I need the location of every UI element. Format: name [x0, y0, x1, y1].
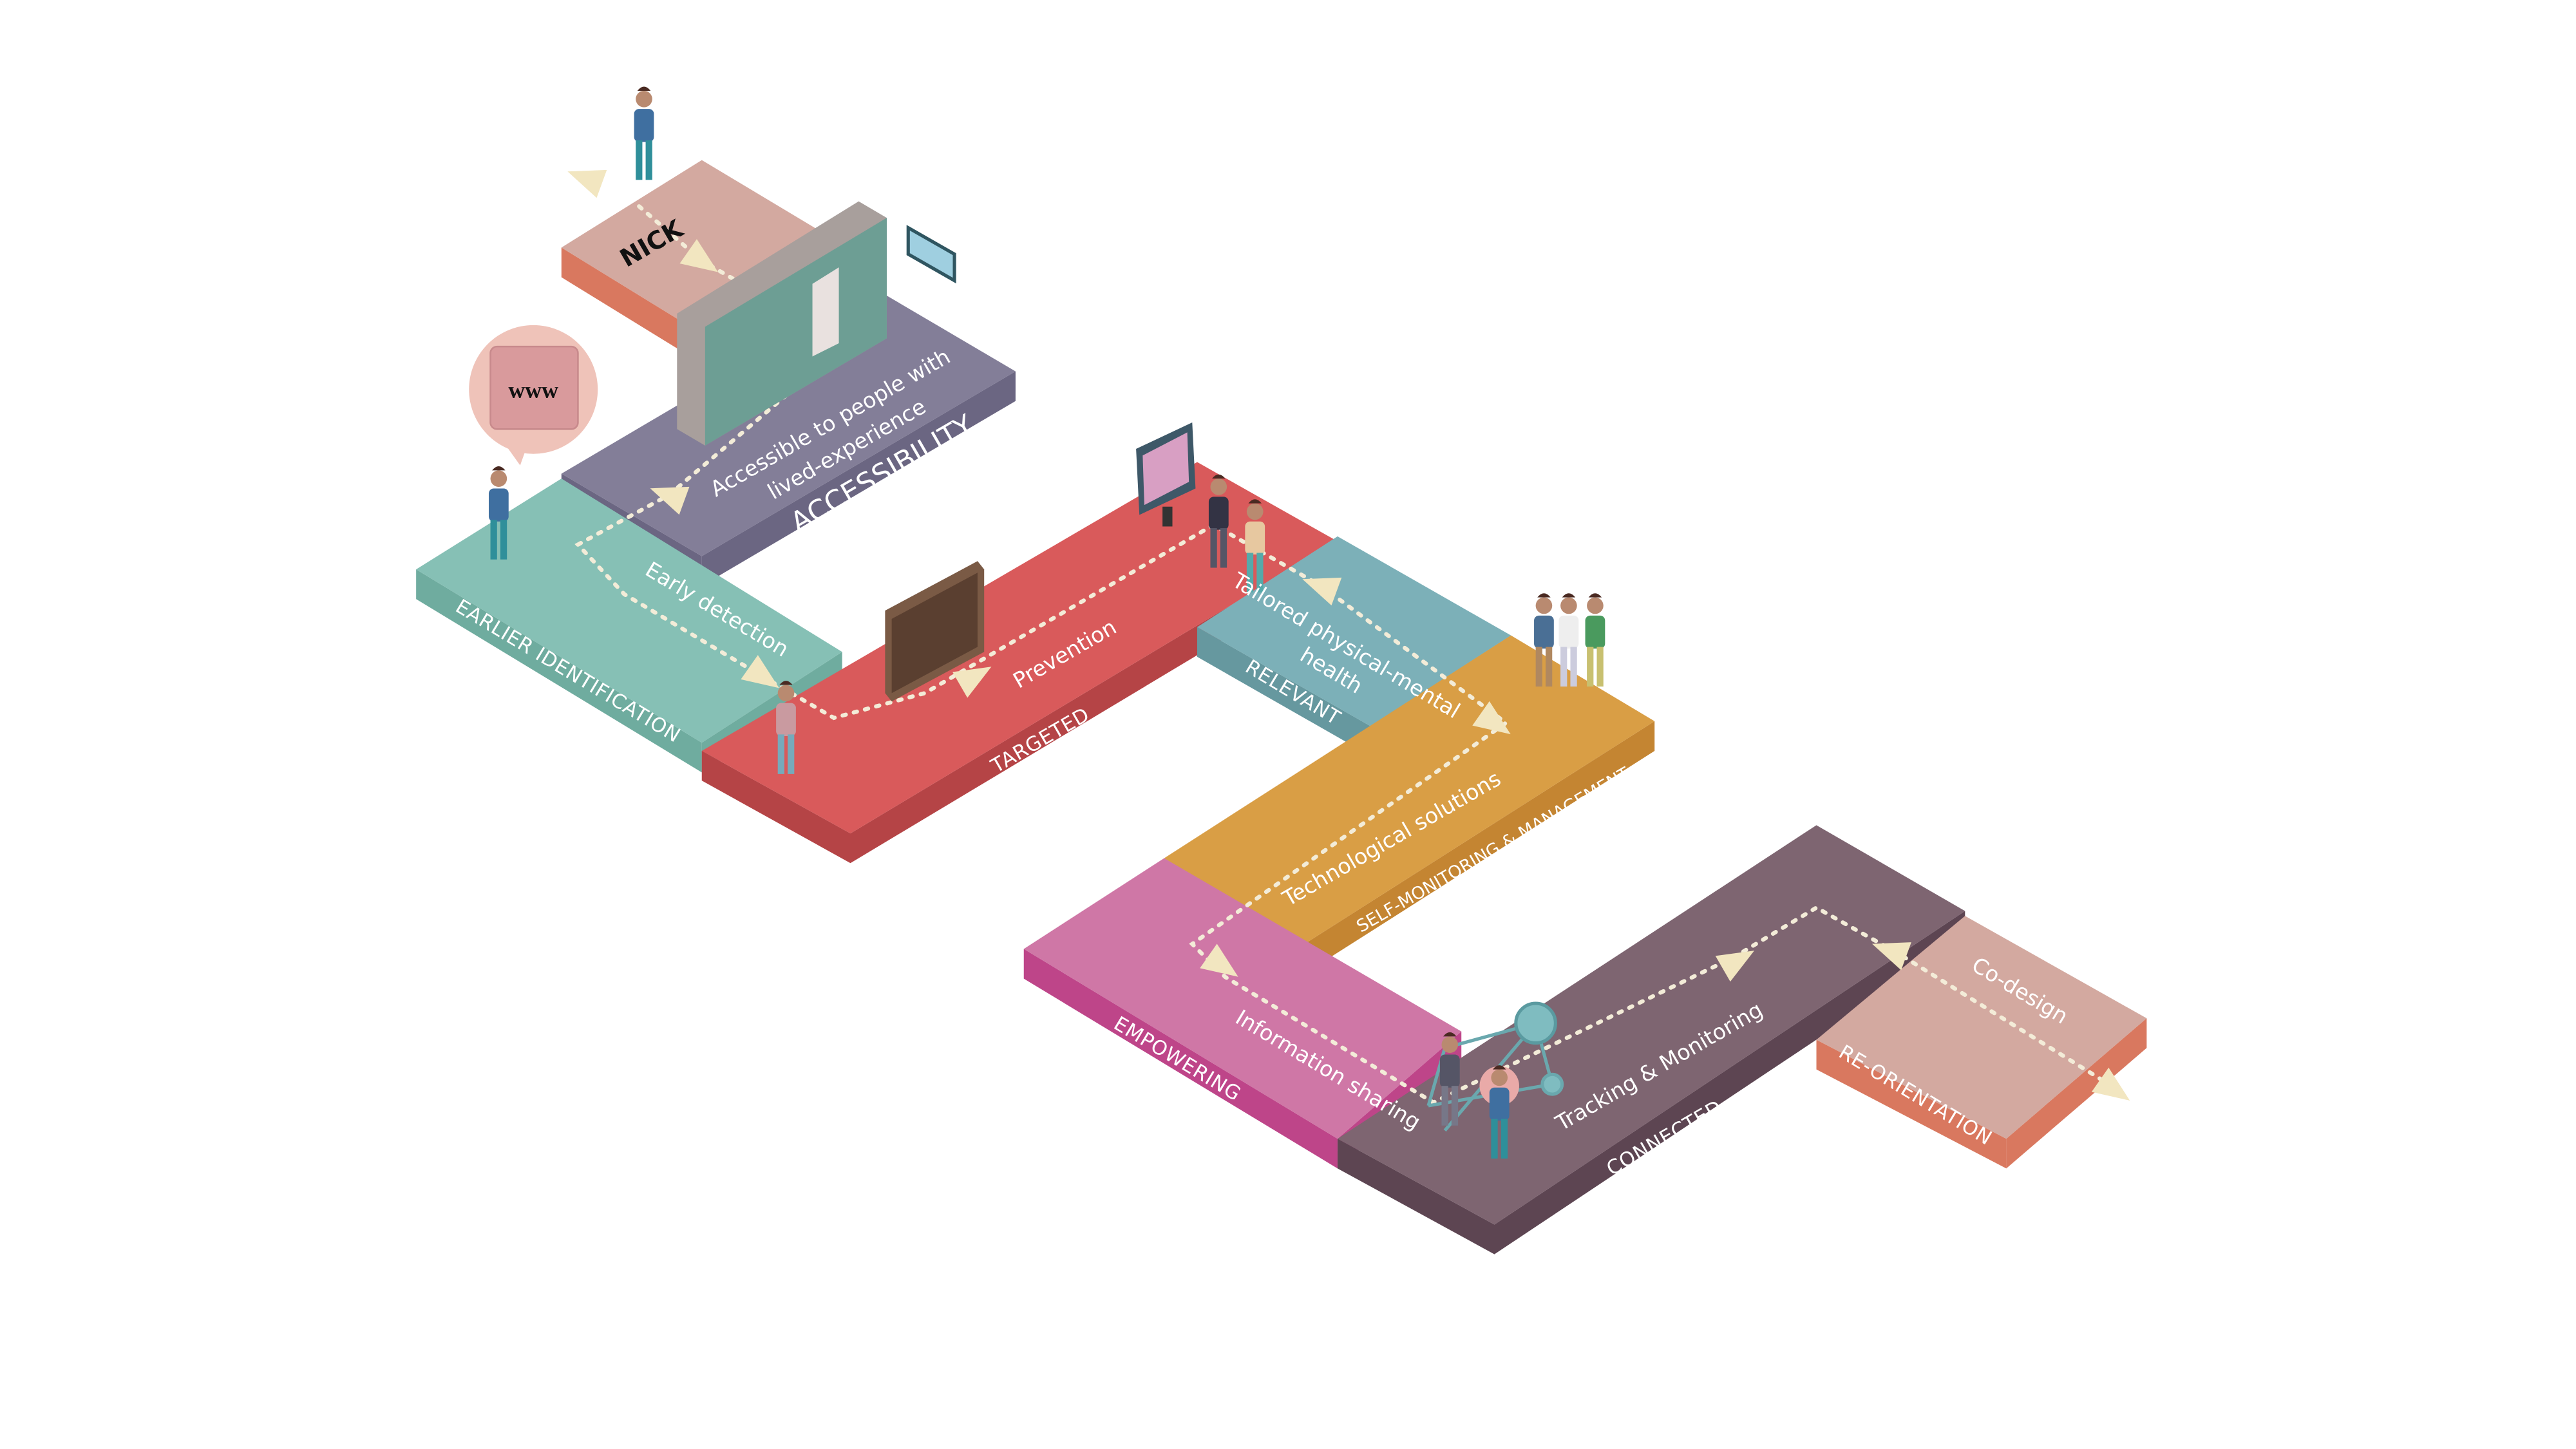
- person-figure: [634, 86, 654, 180]
- slab-top: [1023, 858, 1462, 1139]
- slab-side-left: [1197, 627, 1371, 756]
- person-figure: [1534, 593, 1554, 687]
- slab-side-left: [561, 247, 690, 357]
- slab-side-right: [701, 371, 1016, 586]
- slab-side-left: [416, 569, 702, 773]
- slab-top: [1816, 916, 2147, 1139]
- arrow-icon: [567, 169, 607, 198]
- person-figure: [1245, 499, 1265, 592]
- arrow-icon: [2091, 1067, 2130, 1101]
- tablet-icon: [906, 225, 956, 284]
- slab-side-left: [701, 751, 851, 864]
- arrow-icon: [679, 239, 718, 272]
- monitor-illustration: [1136, 422, 1196, 527]
- bookshelf-illustration: [885, 561, 985, 702]
- slab-side-left: [1816, 1039, 2007, 1169]
- stage-slab-re-orientation: [1816, 916, 2147, 1169]
- person-figure: [776, 681, 796, 774]
- slab-side-right: [1494, 911, 1965, 1255]
- slab-top: [1197, 536, 1511, 726]
- person-figure: [1489, 1065, 1510, 1159]
- arrow-icon: [650, 486, 690, 515]
- direction-arrows: [567, 169, 2130, 1101]
- slab-side-left: [1337, 1139, 1495, 1255]
- journey-dashed-path: [574, 204, 2119, 1105]
- www-label: www: [508, 377, 558, 403]
- slab-side-left: [1023, 949, 1338, 1169]
- person-figure: [488, 466, 509, 560]
- slab-top: [416, 478, 842, 743]
- network-connections-illustration: [1426, 1001, 1564, 1132]
- slab-side-right: [1304, 721, 1655, 974]
- person-figure: [1439, 1032, 1460, 1126]
- person-figure: [1585, 593, 1605, 687]
- wall-with-door-illustration: [677, 201, 887, 446]
- slab-side-right: [2006, 1018, 2147, 1169]
- slab-top: [701, 462, 1338, 834]
- arrow-icon: [1472, 701, 1511, 735]
- arrow-icon: [1715, 951, 1755, 982]
- arrow-icon: [952, 667, 992, 698]
- arrow-icon: [1200, 943, 1238, 977]
- stage-slabs: [416, 160, 2147, 1255]
- arrow-icon: [1302, 577, 1342, 606]
- person-figure: [1208, 474, 1229, 568]
- website-speech-bubble: www: [469, 325, 598, 466]
- arrow-icon: [1871, 942, 1911, 971]
- person-figure: [1558, 593, 1579, 687]
- arrow-icon: [741, 655, 779, 688]
- people-illustrations: [488, 86, 1605, 1159]
